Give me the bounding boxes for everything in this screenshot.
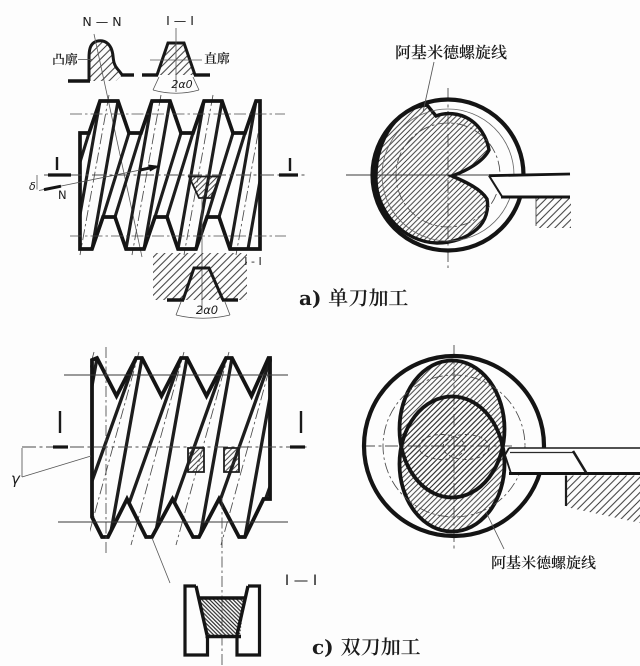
nn-profile-outline bbox=[87, 39, 124, 81]
ii-bottom-hatch-field bbox=[153, 253, 247, 300]
end-c-spiral-faces-hatched bbox=[397, 358, 507, 534]
end-view-a: 阿基米德螺旋线 bbox=[346, 40, 571, 268]
worm-a-normal-trace-mark: N bbox=[58, 188, 67, 202]
worm-a-normal-trace-arrow bbox=[148, 164, 160, 172]
end-c-pitch-circle bbox=[382, 374, 526, 518]
tool-profile-ii-c: I — I bbox=[183, 573, 317, 657]
ii-bottom-angle-fan bbox=[175, 301, 231, 319]
nn-section-trace bbox=[93, 33, 143, 258]
axial-profile-ii-top: I — I 直廓 2α0 bbox=[142, 13, 230, 94]
end-a-tool-top-edge bbox=[488, 172, 571, 178]
worm-c-groove-cut-hatched-2 bbox=[223, 447, 240, 473]
ii-c-section-title: I — I bbox=[285, 573, 317, 589]
ii-c-groove-hatch bbox=[200, 598, 245, 636]
nn-profile-label: 凸廓 bbox=[52, 49, 78, 68]
ii-c-groove-flank-right bbox=[235, 585, 250, 636]
worm-c-groove-projection-line bbox=[151, 537, 171, 584]
end-c-spiral-label-leader bbox=[485, 511, 505, 550]
nn-profile-hatch bbox=[89, 40, 122, 81]
ii-bottom-groove-outline bbox=[181, 266, 225, 301]
ii-bottom-angle-label: 2α0 bbox=[196, 303, 218, 317]
worm-a-groove-cut-hatched bbox=[187, 175, 222, 199]
end-a-tool-tip-edge bbox=[488, 175, 503, 198]
end-c-tool-post-hatch bbox=[566, 475, 640, 523]
ii-top-section-title: I — I bbox=[166, 13, 194, 28]
worm-c-groove-cut-hatched-1 bbox=[187, 447, 205, 473]
end-c-core-ellipse-1 bbox=[418, 434, 466, 460]
end-c-tool-body bbox=[505, 448, 640, 474]
worm-c-outline bbox=[90, 355, 272, 539]
worm-a-lead-angle-label: δ bbox=[29, 180, 36, 193]
end-c-tip-circle bbox=[361, 353, 547, 539]
end-c-spiral-label: 阿基米德螺旋线 bbox=[491, 552, 596, 573]
worm-a-outline bbox=[78, 99, 262, 251]
worm-c-thread-flank-lines bbox=[92, 358, 270, 537]
end-a-spiral-label: 阿基米德螺旋线 bbox=[395, 40, 507, 63]
worm-c-thread-centerlines bbox=[90, 351, 272, 546]
ii-top-angle-fan bbox=[152, 76, 200, 94]
ii-bottom-section-title: I - I bbox=[244, 255, 261, 268]
end-a-tool-post-hatch bbox=[536, 198, 571, 228]
worm-a-normal-trace-end-left bbox=[43, 184, 62, 192]
worm-side-view-c: I I γ bbox=[11, 347, 310, 666]
end-a-spiral-label-leader bbox=[422, 61, 435, 113]
end-c-tool-tip-edge bbox=[504, 447, 512, 474]
end-a-spiral-face-hatched bbox=[374, 103, 491, 245]
normal-profile-nn: N — N 凸廓 bbox=[52, 14, 143, 258]
nn-section-title: N — N bbox=[82, 14, 121, 29]
ii-c-groove-flank-left bbox=[194, 585, 209, 636]
caption-a: a) 单刀加工 bbox=[299, 282, 408, 311]
end-a-tool-body bbox=[489, 173, 570, 197]
worm-c-lead-angle-label: γ bbox=[11, 470, 21, 488]
caption-c: c) 双刀加工 bbox=[312, 631, 421, 660]
panel-a: N — N 凸廓 I — I 直廓 2α0 bbox=[29, 13, 571, 319]
end-view-c: 阿基米德螺旋线 bbox=[361, 345, 640, 573]
worm-c-lead-angle-line bbox=[21, 455, 92, 478]
ii-top-profile-label: 直廓 bbox=[204, 48, 230, 67]
tool-profile-ii-bottom-a: 2α0 I - I bbox=[153, 253, 262, 319]
end-c-tool-bevel-line bbox=[571, 450, 589, 475]
ii-top-angle-label: 2α0 bbox=[171, 78, 192, 91]
end-c-core-ellipse-2 bbox=[442, 434, 490, 460]
panel-c: I I γ I — I bbox=[11, 345, 640, 666]
ii-c-left-post bbox=[183, 584, 210, 657]
worm-side-view-a: I I δ N bbox=[29, 94, 306, 313]
ii-c-right-post bbox=[235, 584, 262, 657]
